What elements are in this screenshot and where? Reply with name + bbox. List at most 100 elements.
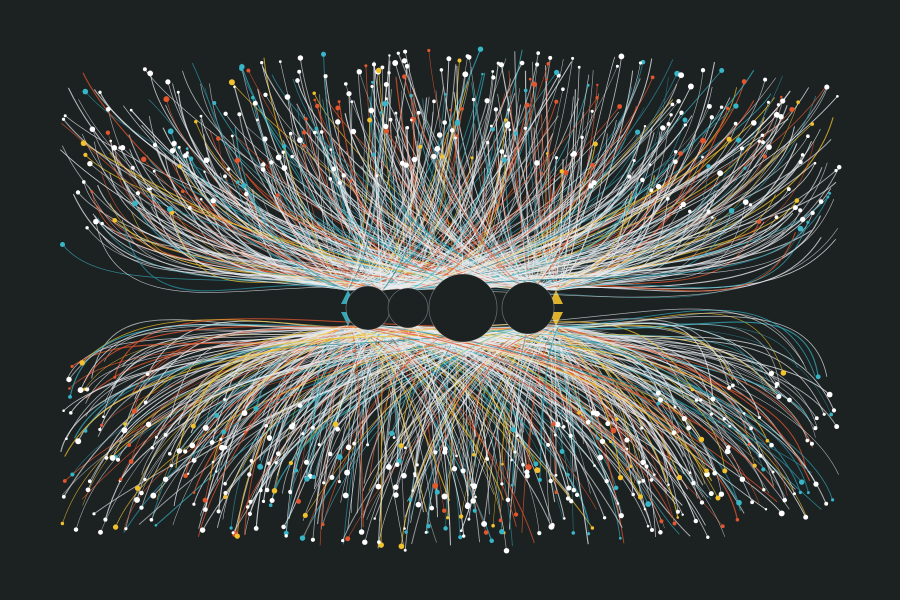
endpoint-dot (75, 438, 82, 445)
endpoint-dot (404, 64, 410, 69)
endpoint-dot (281, 144, 287, 149)
network-curve (292, 325, 382, 475)
endpoint-dot (132, 200, 138, 207)
endpoint-dot (443, 526, 448, 531)
endpoint-dot (489, 538, 494, 544)
endpoint-dot (128, 459, 134, 464)
endpoint-dot (646, 524, 650, 528)
endpoint-dot (70, 472, 75, 477)
network-curve (377, 101, 435, 291)
network-curve (377, 58, 653, 291)
network-curve (117, 325, 408, 460)
endpoint-dot (146, 187, 151, 191)
endpoint-dot (388, 117, 393, 122)
network-curve (553, 198, 835, 291)
endpoint-dot (418, 144, 423, 149)
endpoint-dot (139, 505, 144, 510)
endpoint-dot (666, 121, 671, 127)
endpoint-dot (191, 457, 197, 463)
endpoint-dot (199, 527, 206, 533)
endpoint-dot (618, 512, 624, 519)
endpoint-dot (604, 478, 609, 484)
endpoint-dot (704, 468, 709, 474)
endpoint-dot (652, 473, 656, 477)
network-curve (185, 325, 465, 400)
endpoint-dot (77, 387, 84, 394)
network-curve (395, 325, 556, 496)
endpoint-dot (486, 140, 490, 145)
endpoint-dot (773, 111, 780, 118)
endpoint-dot (312, 130, 317, 135)
endpoint-dot (736, 499, 742, 506)
endpoint-dot (798, 479, 805, 485)
endpoint-dot (364, 64, 368, 68)
endpoint-dot (216, 509, 221, 514)
endpoint-dot (392, 436, 396, 439)
endpoint-dot (401, 472, 407, 479)
endpoint-dot (700, 137, 706, 144)
network-curve (260, 108, 467, 291)
endpoint-dot (443, 93, 447, 96)
endpoint-dot (551, 421, 556, 427)
network-curve (186, 148, 351, 291)
network-curve (409, 193, 831, 291)
endpoint-dots (59, 46, 842, 554)
endpoint-dot (145, 372, 150, 376)
endpoint-dot (806, 134, 810, 139)
endpoint-dot (510, 483, 514, 487)
endpoint-dot (432, 99, 436, 104)
endpoint-dot (763, 154, 767, 159)
endpoint-dot (670, 102, 675, 107)
network-curve (403, 76, 528, 291)
endpoint-dot (553, 69, 560, 76)
endpoint-dot (302, 512, 308, 518)
network-curve (377, 149, 593, 291)
endpoint-dot (441, 493, 448, 500)
endpoint-dot (681, 513, 684, 516)
endpoint-dot (834, 168, 838, 173)
endpoint-dot (403, 446, 407, 450)
endpoint-dot (491, 70, 495, 73)
endpoint-dot (296, 498, 302, 504)
network-curve (124, 325, 349, 425)
endpoint-dot (641, 479, 646, 483)
endpoint-dot (442, 446, 448, 452)
endpoint-dot (327, 451, 333, 457)
network-curve (377, 128, 526, 291)
endpoint-dot (83, 152, 88, 157)
endpoint-dot (143, 477, 147, 482)
endpoint-dot (477, 46, 484, 52)
endpoint-dot (429, 505, 435, 511)
endpoint-dot (638, 494, 643, 499)
endpoint-dot (119, 144, 126, 151)
endpoint-dot (587, 532, 591, 536)
endpoint-dot (383, 123, 389, 130)
endpoint-dot (385, 463, 392, 470)
endpoint-dot (230, 134, 234, 138)
endpoint-dot (322, 481, 326, 485)
network-curve (552, 325, 584, 445)
endpoint-dot (147, 70, 154, 77)
endpoint-dot (764, 508, 768, 511)
endpoint-dot (451, 466, 458, 472)
endpoint-dot (715, 495, 721, 501)
endpoint-dot (470, 483, 474, 487)
endpoint-dot (399, 160, 405, 166)
endpoint-dot (814, 416, 819, 421)
endpoint-dot (712, 470, 717, 476)
endpoint-dot (59, 241, 66, 248)
endpoint-dot (493, 107, 499, 112)
endpoint-dot (566, 473, 570, 477)
endpoint-dot (167, 128, 174, 135)
endpoint-dot (186, 472, 190, 476)
endpoint-dot (373, 517, 376, 520)
network-curve (463, 69, 755, 291)
endpoint-dot (686, 425, 692, 431)
endpoint-dot (459, 529, 463, 532)
network-curve (348, 325, 387, 461)
endpoint-dot (115, 457, 121, 462)
endpoint-dot (212, 203, 216, 207)
endpoint-dot (739, 146, 745, 151)
network-curve (203, 134, 466, 291)
endpoint-dot (554, 156, 559, 160)
